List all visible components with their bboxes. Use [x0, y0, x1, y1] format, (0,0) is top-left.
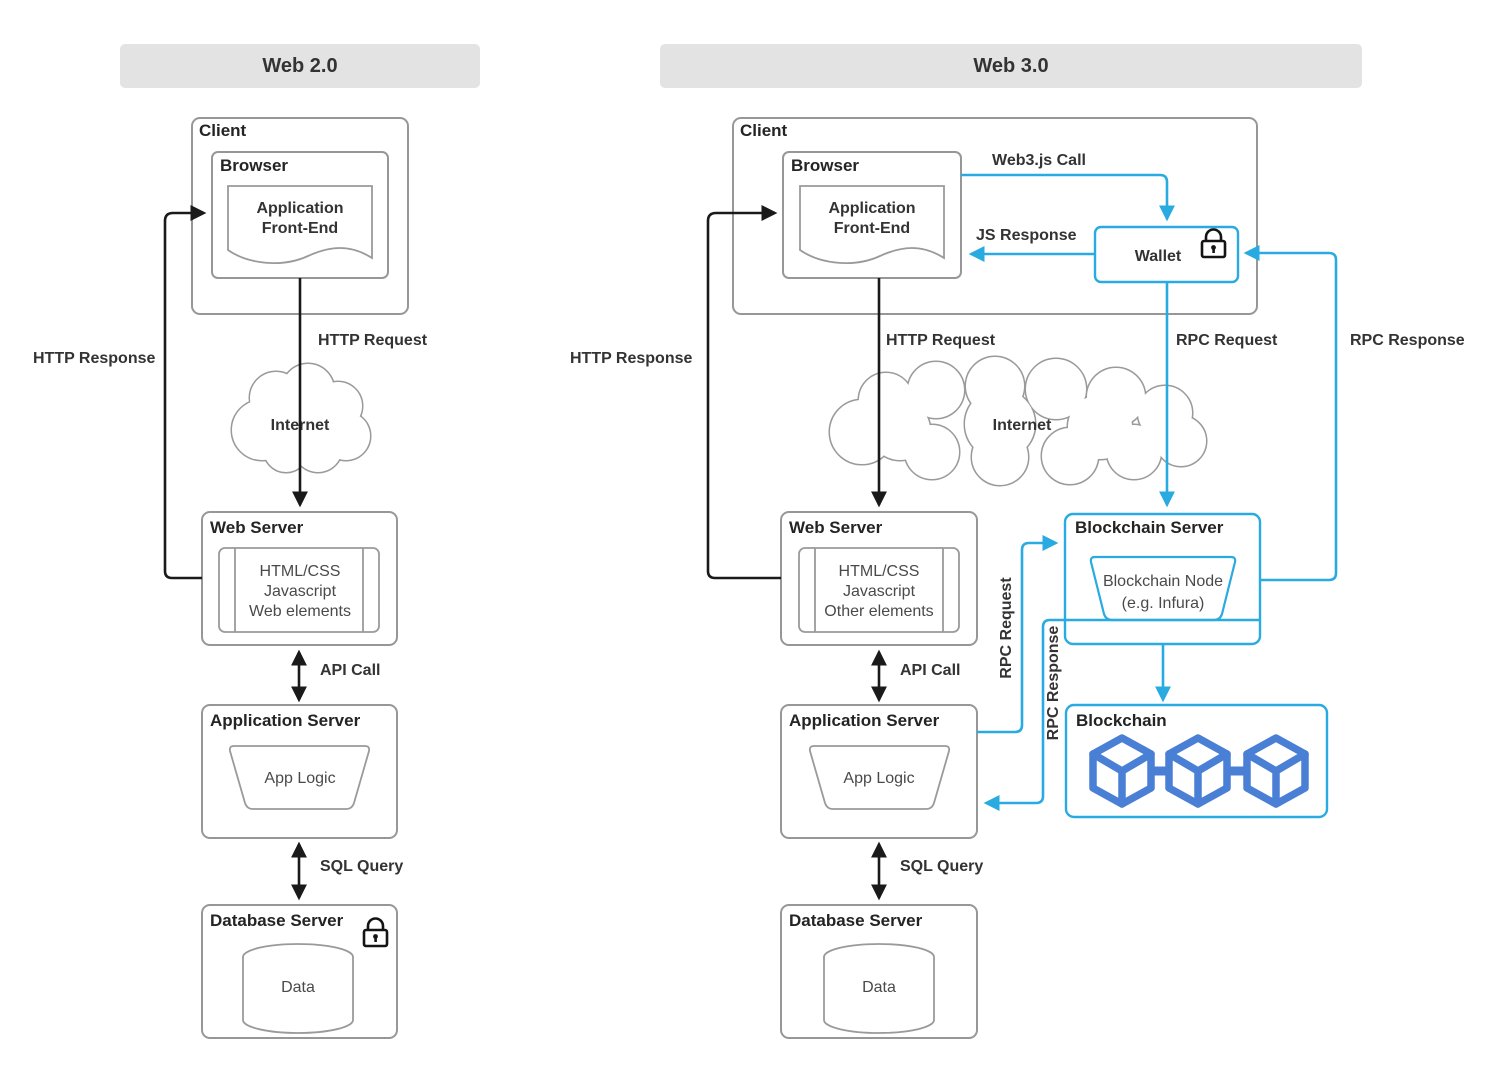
web2-client-label: Client: [199, 121, 247, 140]
web2-http-response-label: HTTP Response: [33, 350, 156, 367]
rpc-response-top-label: RPC Response: [1350, 332, 1465, 349]
lock-icon: [362, 917, 389, 948]
blockchain-node-line2: (e.g. Infura): [1122, 595, 1205, 612]
cube-icon: [1089, 734, 1155, 808]
js-response-label: JS Response: [976, 227, 1077, 244]
web3-header-bar: [660, 44, 1362, 88]
web3-frontend-line1: Application: [828, 200, 915, 217]
web2-webserver-component-shape: [218, 547, 380, 633]
cube-icon: [1165, 734, 1231, 808]
web3-webserver-line1: HTML/CSS: [839, 563, 920, 580]
web3-http-request-label: HTTP Request: [886, 332, 996, 349]
web2-webserver-line2: Javascript: [264, 583, 337, 600]
web3-sql-query-label: SQL Query: [900, 858, 983, 875]
web3-header-title: Web 3.0: [973, 55, 1048, 77]
web2-data-label: Data: [281, 979, 315, 996]
wallet-label: Wallet: [1135, 248, 1182, 265]
web3-internet-label: Internet: [993, 417, 1052, 434]
web2-appserver-title: Application Server: [210, 711, 361, 730]
web3-api-call-label: API Call: [900, 662, 960, 679]
web2-http-request-label: HTTP Request: [318, 332, 428, 349]
web3-webserver-component-shape: [798, 547, 960, 633]
web3-http-response-arrow: [706, 205, 781, 580]
blockchain-box-title: Blockchain: [1076, 711, 1167, 730]
rpc-response-wallet-arrow: [1243, 245, 1338, 582]
web3-appserver-title: Application Server: [789, 711, 940, 730]
web2-data-cylinder-body: [242, 957, 354, 1034]
rpc-response-appserver-arrow: [983, 618, 1260, 811]
web2-dbserver-title: Database Server: [210, 911, 344, 930]
blockchain-server-title: Blockchain Server: [1075, 518, 1224, 537]
rpc-request-appserver-arrow: [977, 535, 1059, 734]
web2-webserver-line3: Web elements: [249, 603, 351, 620]
web3-browser-label: Browser: [791, 156, 859, 175]
web2-internet-cloud: Internet: [230, 362, 372, 474]
rpc-request-side-label: RPC Request: [998, 577, 1015, 679]
rpc-response-side-label: RPC Response: [1045, 626, 1062, 741]
web2-webserver-line1: HTML/CSS: [260, 563, 341, 580]
web3js-call-arrow: [961, 173, 1175, 222]
web3-frontend-document-shape: [799, 185, 945, 265]
web3-webserver-title: Web Server: [789, 518, 883, 537]
web2-frontend-document-shape: [227, 185, 373, 265]
web3-data-cylinder-body: [823, 957, 935, 1034]
web3-applogic-label: App Logic: [843, 770, 914, 787]
blockchain-node-line1: Blockchain Node: [1103, 573, 1223, 590]
web2-header-title: Web 2.0: [262, 55, 337, 77]
blockchain-cubes-icon: [1089, 734, 1309, 808]
web2-sql-query-label: SQL Query: [320, 858, 403, 875]
web2-header-bar: [120, 44, 480, 88]
web2-frontend-line1: Application: [256, 200, 343, 217]
lock-icon: [1200, 228, 1227, 259]
web3-data-label: Data: [862, 979, 896, 996]
web2-frontend-line2: Front-End: [262, 220, 338, 237]
web2-browser-label: Browser: [220, 156, 288, 175]
web3js-call-label: Web3.js Call: [992, 152, 1086, 169]
web2-applogic-label: App Logic: [264, 770, 335, 787]
web2-applogic-trapezoid: [228, 745, 371, 810]
web3-webserver-line2: Javascript: [843, 583, 916, 600]
web2-webserver-title: Web Server: [210, 518, 304, 537]
web3-frontend-line2: Front-End: [834, 220, 910, 237]
rpc-request-top-label: RPC Request: [1176, 332, 1278, 349]
web2-http-response-arrow: [163, 205, 207, 580]
web3-dbserver-title: Database Server: [789, 911, 923, 930]
web2-api-call-label: API Call: [320, 662, 380, 679]
web3-client-label: Client: [740, 121, 788, 140]
cube-icon: [1243, 734, 1309, 808]
web3-applogic-trapezoid: [808, 745, 951, 810]
web3-webserver-line3: Other elements: [824, 603, 933, 620]
web3-internet-cloud: Internet: [828, 355, 1208, 487]
web3-http-response-label: HTTP Response: [570, 350, 693, 367]
